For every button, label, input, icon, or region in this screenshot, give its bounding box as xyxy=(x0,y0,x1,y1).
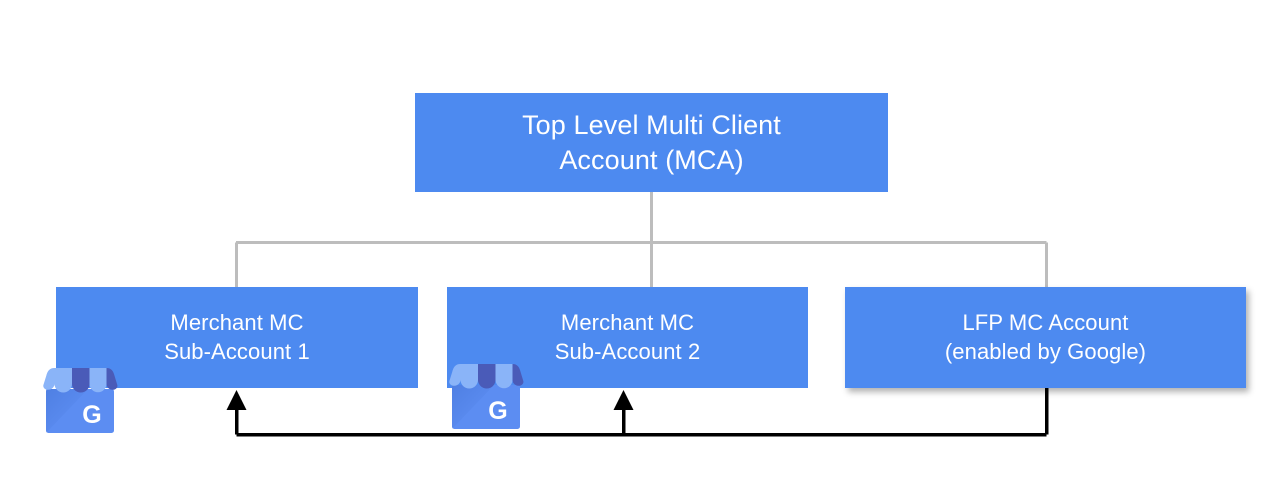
node-lfp-mc-account-label: LFP MC Account (enabled by Google) xyxy=(845,309,1246,365)
google-g-letter-text: G xyxy=(82,401,101,429)
node-merchant-sub-account-2-line2: Sub-Account 2 xyxy=(554,338,701,364)
google-my-business-storefront-icon: G xyxy=(43,368,118,433)
node-merchant-sub-account-1[interactable]: Merchant MC Sub-Account 1 xyxy=(56,287,418,388)
storefront-body-shading xyxy=(452,385,494,429)
awning-panel-3 xyxy=(478,364,496,389)
google-g-letter: G xyxy=(82,401,101,429)
awning-panel-2 xyxy=(460,364,478,389)
node-top-level-mca[interactable]: Top Level Multi Client Account (MCA) xyxy=(415,93,888,192)
awning-panel-3 xyxy=(72,368,90,393)
awning-panel-2 xyxy=(54,368,72,393)
tree-connectors xyxy=(235,192,1048,288)
node-top-level-mca-line1: Top Level Multi Client xyxy=(522,109,781,140)
node-merchant-sub-account-1-line1: Merchant MC xyxy=(170,310,304,336)
node-merchant-sub-account-1-label: Merchant MC Sub-Account 1 xyxy=(56,309,418,365)
awning-panel-5 xyxy=(512,364,524,386)
feedback-arrow-path xyxy=(234,388,1049,437)
node-top-level-mca-label: Top Level Multi Client Account (MCA) xyxy=(415,108,888,177)
node-merchant-sub-account-2-line1: Merchant MC xyxy=(560,310,695,336)
google-my-business-storefront-icon: G xyxy=(449,364,524,429)
awning-panel-4 xyxy=(495,364,513,389)
feedback-arrowheads xyxy=(226,390,634,410)
awning-panel-1 xyxy=(449,364,461,386)
node-lfp-mc-account-line1: LFP MC Account xyxy=(962,310,1129,336)
node-top-level-mca-line2: Account (MCA) xyxy=(559,144,744,175)
awning-panel-4 xyxy=(89,368,107,393)
google-g-letter-text: G xyxy=(488,397,507,425)
arrowhead-into-sub1 xyxy=(226,390,247,410)
storefront-body-shading xyxy=(46,389,88,433)
node-merchant-sub-account-1-line2: Sub-Account 1 xyxy=(164,338,310,364)
awning-panel-5 xyxy=(106,368,118,390)
arrowhead-into-sub2 xyxy=(613,390,634,410)
node-lfp-mc-account[interactable]: LFP MC Account (enabled by Google) xyxy=(845,287,1246,388)
node-merchant-sub-account-2-label: Merchant MC Sub-Account 2 xyxy=(447,309,808,365)
node-lfp-mc-account-line2: (enabled by Google) xyxy=(944,338,1147,364)
